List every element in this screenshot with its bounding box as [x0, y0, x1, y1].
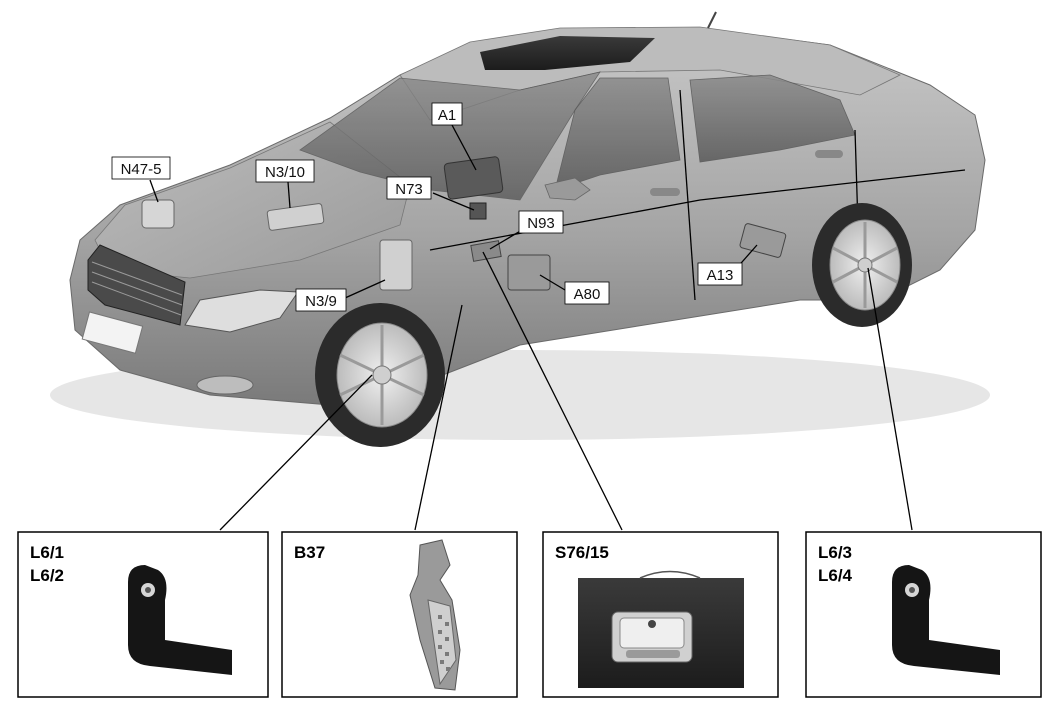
component-a1	[443, 156, 504, 200]
detail-box-s76-15: S76/15	[542, 531, 779, 698]
callout-n3-9: N3/9	[305, 293, 337, 310]
license-plate	[81, 311, 144, 354]
label-bg-n3-10	[255, 159, 315, 183]
label-bg-n93	[518, 210, 564, 234]
callout-a80: A80	[574, 286, 601, 303]
wheel-speed-sensor-image	[892, 565, 1000, 675]
leader-n47-5	[149, 179, 159, 203]
callout-labels: N47-5 N3/10 A1 N73 N93 A80 A13 N3/9	[111, 102, 743, 312]
front-door-handle	[650, 188, 680, 196]
leader-box-l6-1	[219, 374, 373, 531]
component-a13	[739, 223, 787, 258]
label-bg-a80	[564, 281, 610, 305]
component-n3-10	[266, 203, 325, 231]
detail-box-b37: B37	[281, 531, 518, 698]
leader-n73	[432, 192, 475, 211]
grille-slats	[91, 261, 183, 316]
label-bg-a1	[431, 102, 463, 126]
callout-n73: N73	[395, 181, 423, 198]
leader-n93	[489, 229, 523, 250]
detail-box-title-line2: L6/2	[30, 566, 64, 585]
detail-box-title-line1: L6/1	[30, 543, 64, 562]
detail-box-title-line1: S76/15	[555, 543, 609, 562]
leader-a80	[539, 274, 566, 291]
door-line-front	[679, 89, 696, 301]
component-a80	[507, 254, 551, 291]
leader-box-s76-15	[482, 251, 623, 531]
callout-a13: A13	[707, 267, 734, 284]
front-hub	[372, 365, 392, 385]
parking-brake-switch-image	[578, 570, 744, 688]
front-grille	[87, 244, 186, 326]
callout-leaders	[149, 124, 913, 531]
accelerator-pedal-sensor-image	[409, 539, 461, 691]
leader-a1	[451, 124, 477, 171]
callout-n93: N93	[527, 215, 555, 232]
callout-n3-10: N3/10	[265, 164, 305, 181]
pedal-grip-pattern	[438, 615, 450, 671]
label-bg-n47-5	[111, 156, 171, 180]
detail-box-title-line2: L6/4	[818, 566, 853, 585]
label-bg-a13	[697, 262, 743, 286]
fog-light	[196, 375, 254, 395]
label-bg-n73	[386, 176, 432, 200]
detail-box-l6-1-l6-2: L6/1 L6/2	[17, 531, 269, 698]
component-n93	[470, 240, 502, 262]
detail-box-title-line1: B37	[294, 543, 325, 562]
callout-n47-5: N47-5	[121, 161, 162, 178]
rear-door-handle	[815, 150, 843, 158]
antenna	[707, 11, 717, 29]
brake-symbol-icon	[648, 620, 656, 628]
wheel-speed-sensor-image	[128, 565, 232, 675]
detail-box-title-line1: L6/3	[818, 543, 852, 562]
detail-box-frame	[281, 531, 518, 698]
leader-n3-10	[287, 181, 291, 209]
leader-n3-9	[344, 279, 386, 299]
detail-box-l6-3-l6-4: L6/3 L6/4	[805, 531, 1042, 698]
label-bg-n3-9	[295, 288, 347, 312]
component-n73	[469, 202, 487, 220]
rear-hub	[857, 257, 873, 273]
side-mirror	[544, 177, 591, 201]
component-n3-9	[379, 239, 413, 291]
component-n47-5	[141, 199, 175, 229]
leader-box-l6-3	[867, 267, 913, 531]
sunroof	[480, 36, 655, 70]
callout-a1: A1	[438, 107, 456, 124]
leader-box-b37	[414, 304, 463, 531]
